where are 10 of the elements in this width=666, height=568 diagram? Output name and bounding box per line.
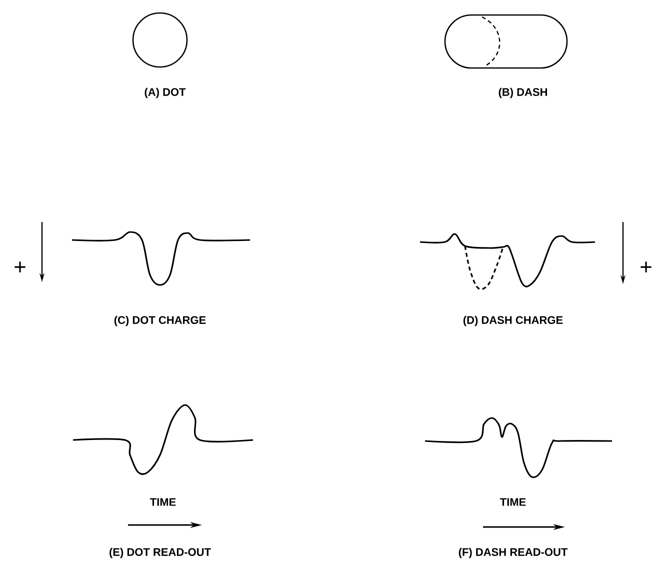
axis-label: TIME bbox=[150, 498, 176, 506]
caption: (B) DASH bbox=[498, 88, 547, 98]
caption: (C) DOT CHARGE bbox=[114, 316, 206, 326]
axis-label: TIME bbox=[500, 498, 526, 506]
plus-sign: + bbox=[14, 262, 26, 272]
caption: (E) DOT READ-OUT bbox=[110, 548, 211, 558]
caption: (A) DOT bbox=[144, 88, 186, 98]
caption: (D) DASH CHARGE bbox=[463, 316, 563, 326]
caption: (F) DASH READ-OUT bbox=[458, 548, 568, 558]
plus-sign: + bbox=[640, 262, 652, 272]
